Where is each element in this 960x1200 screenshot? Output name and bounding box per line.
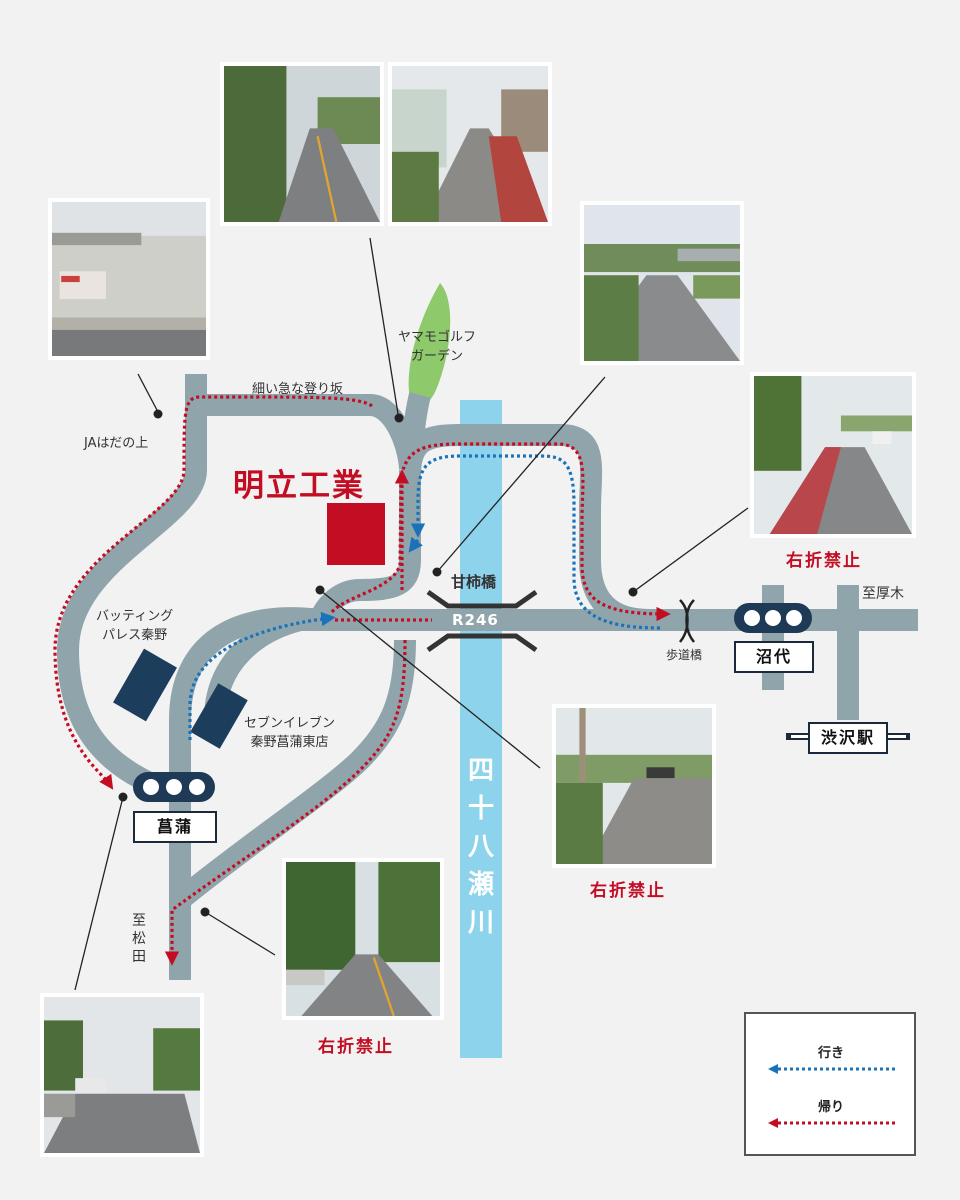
no-right-turn-r246: 右折禁止	[590, 881, 666, 901]
river-name: 四 十 八 瀬 川	[461, 752, 501, 942]
river-char-4: 瀬	[467, 870, 494, 900]
to-matsuda-label: 至 松 田	[132, 912, 146, 966]
to-matsuda-1: 至	[132, 913, 146, 929]
photo-slope-road-1	[220, 62, 384, 226]
seven-label-line1: セブンイレブン	[244, 716, 336, 731]
station-label: 渋沢駅	[808, 722, 888, 754]
go-route-stub	[408, 536, 423, 553]
no-right-turn-southeast: 右折禁止	[318, 1037, 394, 1057]
company-building	[327, 503, 385, 565]
r246-label: R246	[452, 611, 499, 629]
go-route-main	[410, 454, 661, 630]
photo-loop-road	[580, 201, 744, 365]
to-matsuda-2: 松	[132, 931, 146, 947]
pedestrian-bridge-mark	[678, 599, 696, 643]
ja-label: JAはだの上	[84, 436, 149, 451]
seven-building	[190, 683, 248, 749]
legend: 行き 帰り	[744, 1012, 916, 1156]
leader-ja	[137, 373, 159, 413]
pedestrian-bridge-label: 歩道橋	[666, 648, 703, 662]
photo-east-junction	[750, 372, 916, 538]
golf-label-line2: ガーデン	[411, 349, 464, 364]
leader-dot-r246	[315, 585, 325, 595]
legend-go-line	[768, 1064, 898, 1074]
leader-r246-photo	[319, 589, 541, 769]
seven-label-line2: 秦野菖蒲東店	[250, 735, 329, 750]
golf-label-line1: ヤマモゴルフ	[398, 330, 477, 345]
leader-shobu-photo	[74, 796, 124, 991]
signal-numashiro	[734, 603, 812, 633]
leader-dot-shobu	[118, 792, 128, 802]
golf-label: ヤマモゴルフ ガーデン	[398, 328, 476, 366]
photo-ja-building	[48, 198, 210, 360]
legend-return-line	[768, 1118, 898, 1128]
photo-r246-junction	[552, 704, 716, 868]
river-char-5: 川	[467, 908, 494, 938]
leader-slope-photo	[369, 237, 399, 415]
road-ja-west	[57, 374, 207, 803]
river-char-1: 四	[467, 756, 494, 786]
photo-slope-road-2	[388, 62, 552, 226]
leader-east-photo	[632, 507, 749, 593]
legend-return-label: 帰り	[818, 1100, 845, 1115]
photo-shobu-intersection	[40, 993, 204, 1157]
leader-dot-east	[628, 587, 638, 597]
to-atsugi-label: 至厚木	[862, 586, 904, 602]
batting-label-line2: パレス秦野	[102, 628, 168, 643]
company-name: 明立工業	[233, 468, 365, 504]
to-matsuda-3: 田	[132, 949, 146, 965]
signal-shobu-label: 菖蒲	[133, 811, 217, 843]
batting-building	[113, 648, 177, 722]
batting-label-line1: バッティング	[96, 609, 174, 624]
go-route-west	[188, 611, 336, 740]
batting-label: バッティング パレス秦野	[96, 607, 173, 645]
photo-southeast-road	[282, 858, 444, 1020]
river	[460, 400, 502, 1058]
signal-numashiro-label: 沼代	[734, 641, 814, 673]
river-char-2: 十	[467, 794, 494, 824]
road-southeast-diag	[172, 639, 416, 909]
seven-label: セブンイレブン 秦野菖蒲東店	[244, 714, 335, 752]
river-char-3: 八	[467, 832, 494, 862]
golf-green-area	[408, 283, 451, 408]
road-slope	[196, 394, 421, 470]
signal-shobu	[133, 772, 215, 802]
leader-southeast-photo	[204, 911, 276, 956]
leader-loop-photo	[436, 376, 606, 573]
bridge-amagaki-mark	[426, 589, 538, 653]
road-west-stub	[309, 470, 421, 625]
legend-go-label: 行き	[818, 1046, 845, 1061]
bridge-amagaki-label: 甘柿橋	[451, 573, 497, 591]
no-right-turn-east: 右折禁止	[786, 551, 862, 571]
slope-label: 細い急な登り坂	[252, 382, 344, 397]
road-loop	[399, 424, 651, 631]
leader-dot-ja	[153, 409, 163, 419]
return-route-main	[330, 442, 671, 622]
leader-dot-loop	[432, 567, 442, 577]
return-route-loop-2	[164, 639, 407, 966]
leader-dot-southeast	[200, 907, 210, 917]
leader-dot-slope	[394, 413, 404, 423]
